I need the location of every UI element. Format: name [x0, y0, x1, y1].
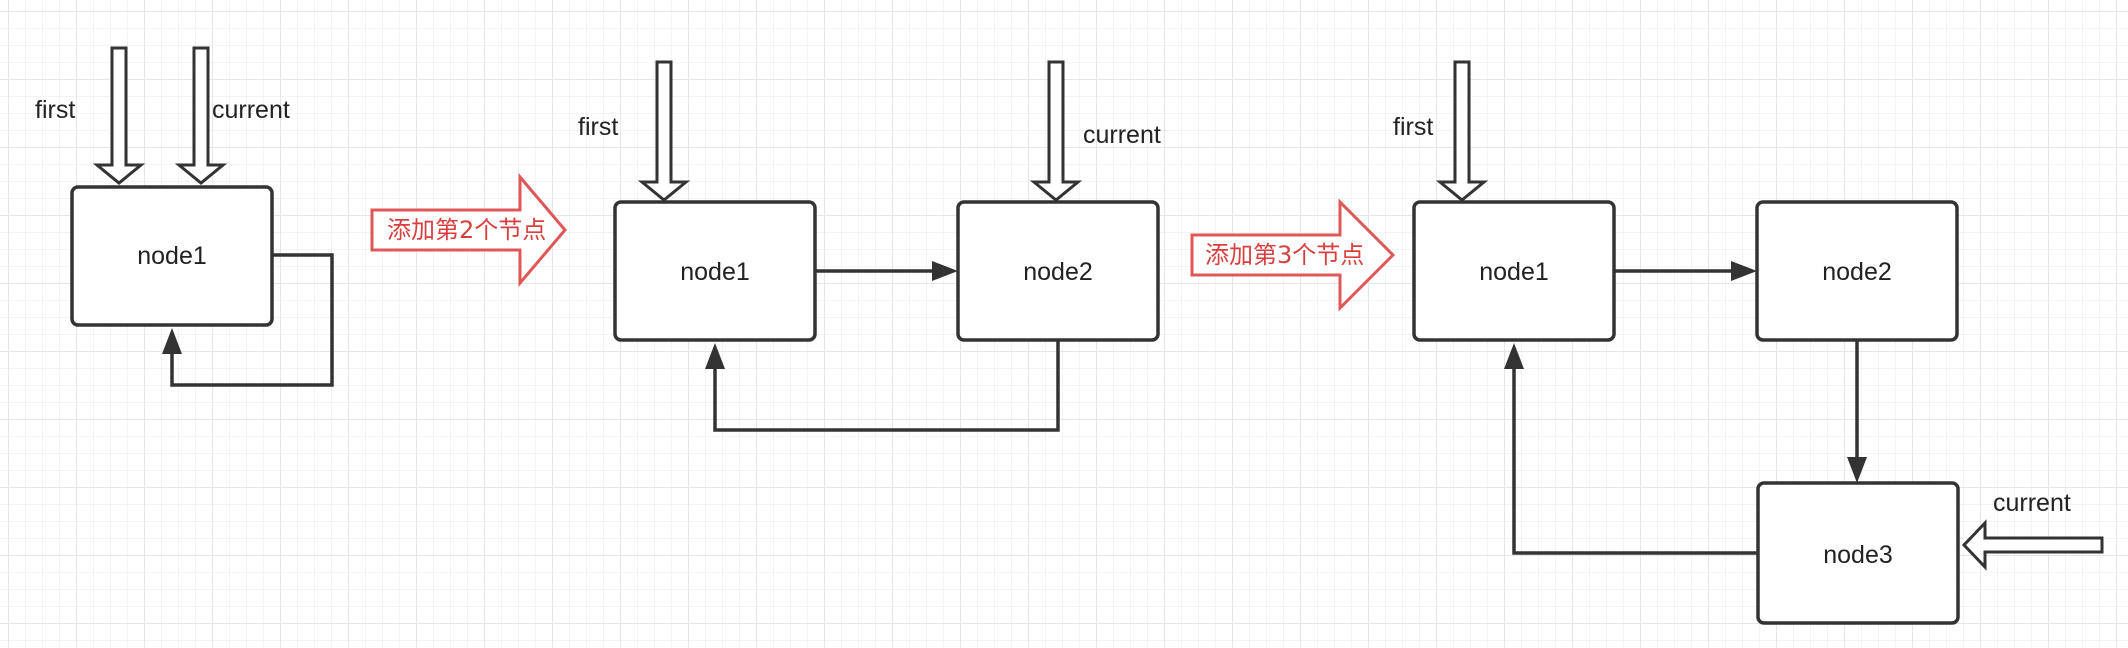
link-arrowhead: [162, 328, 182, 354]
node-label-node1: node1: [1479, 258, 1549, 286]
node-label-node1: node1: [137, 242, 207, 270]
pointer-arrow-first: [92, 46, 146, 185]
link-arrowhead: [1504, 343, 1524, 369]
step-arrow-shape: [370, 172, 567, 288]
step-arrow-1: 添加第2个节点: [370, 172, 567, 288]
node-label-node2: node2: [1822, 258, 1892, 286]
pointer-arrow-first: [637, 60, 691, 202]
node-label-node1: node1: [680, 258, 750, 286]
stage-3: first node1 node2 node3 current: [1393, 60, 2104, 625]
pointer-label-current: current: [1083, 121, 1161, 149]
step-label-2: 添加第3个节点: [1205, 241, 1364, 269]
pointer-arrow-first: [1435, 60, 1489, 202]
link-arrowhead: [705, 343, 725, 369]
stage-1: first current node1: [35, 46, 334, 387]
step-label-1: 添加第2个节点: [387, 216, 546, 244]
link-node3-to-node1: [1512, 367, 1758, 555]
step-arrow-shape: [1190, 198, 1396, 312]
pointer-label-first: first: [35, 96, 75, 124]
pointer-label-current: current: [212, 96, 290, 124]
pointer-arrow-current: [1961, 519, 2104, 571]
pointer-label-first: first: [1393, 113, 1433, 141]
pointer-arrow-current: [174, 46, 228, 185]
pointer-arrow-current: [1029, 60, 1083, 202]
link-node1-to-node1: [170, 253, 334, 387]
link-arrowhead: [1847, 457, 1867, 483]
stage-2: first current node1 node2: [578, 60, 1161, 432]
pointer-label-current: current: [1993, 489, 2071, 517]
node-label-node3: node3: [1823, 541, 1893, 569]
pointer-label-first: first: [578, 113, 618, 141]
link-node2-to-node1: [713, 340, 1060, 432]
node-label-node2: node2: [1023, 258, 1093, 286]
step-arrow-2: 添加第3个节点: [1190, 198, 1396, 312]
link-arrowhead: [1731, 261, 1757, 281]
link-arrowhead: [932, 261, 958, 281]
